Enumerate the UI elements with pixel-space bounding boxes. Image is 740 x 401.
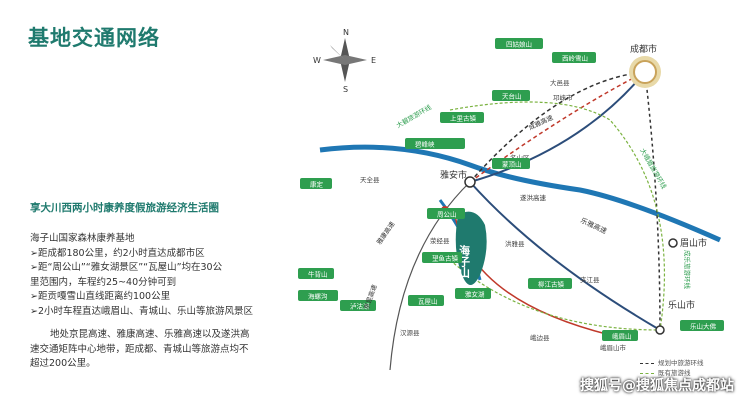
svg-text:上里古镇: 上里古镇 <box>450 114 477 123</box>
leshan-marker: 乐山市 <box>655 299 695 335</box>
legend-existing: 既有旅游线 <box>640 368 704 378</box>
svg-text:瓦屋山: 瓦屋山 <box>418 297 438 306</box>
badge-tiantaishan: 天台山 <box>492 90 530 101</box>
svg-text:乐山大佛: 乐山大佛 <box>690 322 717 331</box>
road-label-daemei: 大峨眉旅游环线 <box>638 147 669 191</box>
compass-e: E <box>371 56 376 65</box>
svg-text:望鱼古镇: 望鱼古镇 <box>432 254 459 263</box>
city-leshan: 乐山市 <box>668 299 695 311</box>
road-label-chengle: 成乐旅游环线 <box>683 250 692 290</box>
para-line-3: 超过200公里。 <box>30 358 96 369</box>
county-emeishan: 峨眉山市 <box>600 343 627 352</box>
intro-heading: 海子山国家森林康养基地 <box>30 233 135 244</box>
svg-text:西岭雪山: 西岭雪山 <box>562 54 588 63</box>
svg-text:康定: 康定 <box>310 180 324 189</box>
badge-yanvhu: 雅女湖 <box>455 288 491 299</box>
intro-block: 海子山国家森林康养基地 ➢距成都180公里，约2小时直达成都市区 ➢距“周公山”… <box>30 232 270 319</box>
badge-leshandafo: 乐山大佛 <box>680 320 724 331</box>
yaan-marker: 雅安市 <box>440 169 476 188</box>
city-chengdu: 成都市 <box>630 43 657 55</box>
svg-text:蒙顶山: 蒙顶山 <box>502 160 522 169</box>
city-meishan: 眉山市 <box>680 237 707 249</box>
svg-text:牛背山: 牛背山 <box>308 270 328 279</box>
badge-mengdingshan: 蒙顶山 <box>492 158 530 169</box>
badge-liujiangguzhen: 柳江古镇 <box>528 278 572 289</box>
chengdu-marker: 成都市 <box>629 43 661 88</box>
badge-emeishan: 峨眉山 <box>602 330 638 341</box>
bullet-1: ➢距成都180公里，约2小时直达成都市区 <box>30 247 205 259</box>
svg-text:周公山: 周公山 <box>437 210 457 219</box>
city-yaan: 雅安市 <box>440 169 467 181</box>
badge-bifengxia: 碧峰峡 <box>405 138 465 149</box>
county-yingjing: 荥经县 <box>430 236 450 245</box>
bullet-2: ➢距“周公山”“雅女湖景区”“瓦屋山”均在30公 <box>30 262 223 273</box>
badge-kangding: 康定 <box>300 178 332 189</box>
svg-text:雅女湖: 雅女湖 <box>465 290 485 299</box>
route-green-loop <box>449 101 665 331</box>
svg-text:泸沽湖: 泸沽湖 <box>350 302 370 311</box>
haizishan-area <box>455 211 487 285</box>
county-ebian: 峨边县 <box>530 333 550 342</box>
route-yaan-leshan <box>469 181 661 331</box>
section-subtitle: 享大川西两小时康养度假旅游经济生活圈 <box>30 202 219 214</box>
badge-shangliguzhen: 上里古镇 <box>440 112 484 123</box>
county-mingshan: 名山区 <box>510 153 530 162</box>
road-label-dabi: 大碧旅游环线 <box>395 102 434 130</box>
county-qionglai: 邛崃市 <box>553 93 573 102</box>
svg-text:碧峰峡: 碧峰峡 <box>415 140 435 149</box>
road-label-chengya: 成雅高速 <box>527 112 555 131</box>
compass-n: N <box>343 28 349 37</box>
svg-text:天台山: 天台山 <box>502 92 522 101</box>
route-loop-west <box>389 181 471 371</box>
bullet-4: ➢2小时车程直达峨眉山、青城山、乐山等旅游风景区 <box>30 305 254 317</box>
compass-icon: N S W E <box>313 28 376 94</box>
transport-paragraph: 地处京昆高速、雅康高速、乐雅高速以及遂洪高 速交通矩阵中心地带，距成都、青城山等… <box>30 328 270 372</box>
route-chengdu-yaan-1 <box>469 71 646 183</box>
river-line <box>319 144 722 243</box>
county-tianquan: 天全县 <box>360 175 380 184</box>
svg-text:峨眉山: 峨眉山 <box>612 332 632 341</box>
badge-zhougongshan: 周公山 <box>427 208 465 219</box>
county-jiajiang: 夹江县 <box>580 275 600 284</box>
para-line-2: 速交通矩阵中心地带，距成都、青城山等旅游点均不 <box>30 343 249 355</box>
svg-text:四姑娘山: 四姑娘山 <box>506 40 532 49</box>
badge-luguhu: 泸沽湖 <box>340 300 376 311</box>
compass-w: W <box>313 56 321 65</box>
svg-text:海螺沟: 海螺沟 <box>308 292 328 301</box>
bullet-2-cont: 里范围内，车程约25~40分钟可到 <box>30 276 177 288</box>
transport-map: N S W E 海子山 成都市 雅安市 眉山市 乐山市 大邑县 邛崃市 天全县 … <box>298 28 724 371</box>
road-label-yakang: 雅康高速 <box>374 219 397 246</box>
legend-planned: 规划中旅游环线 <box>640 358 704 368</box>
meishan-marker: 眉山市 <box>668 237 707 249</box>
county-hanyuan: 汉源县 <box>400 328 420 337</box>
badge-niubeishan: 牛背山 <box>298 268 334 279</box>
watermark: 搜狐号@搜狐焦点成都站 <box>580 378 734 394</box>
badge-hailuogou: 海螺沟 <box>298 290 338 301</box>
road-label-leya: 乐雅高速 <box>579 216 608 236</box>
route-chengdu-yaan-3 <box>469 71 646 183</box>
badge-siguniangshan: 四姑娘山 <box>495 38 543 49</box>
county-hongya: 洪雅县 <box>505 239 525 248</box>
county-dayi: 大邑县 <box>550 78 570 87</box>
road-label-jingkun: 京昆高速 <box>361 283 379 311</box>
badge-xilingxueshan: 西岭雪山 <box>552 52 596 63</box>
bullet-3: ➢距贡嘎雪山直线距离约100公里 <box>30 291 171 302</box>
para-line-1: 地处京昆高速、雅康高速、乐雅高速以及遂洪高 <box>50 329 250 340</box>
page-title: 基地交通网络 <box>28 26 160 50</box>
map-legend: 规划中旅游环线 既有旅游线 <box>640 358 704 378</box>
badge-washan: 瓦屋山 <box>408 295 444 306</box>
badge-wangyuguzhen: 望鱼古镇 <box>422 252 462 263</box>
route-chengdu-leshan <box>644 71 661 331</box>
road-label-suihong: 遂洪高速 <box>520 193 547 202</box>
svg-text:柳江古镇: 柳江古镇 <box>538 280 565 289</box>
compass-s: S <box>343 85 348 94</box>
